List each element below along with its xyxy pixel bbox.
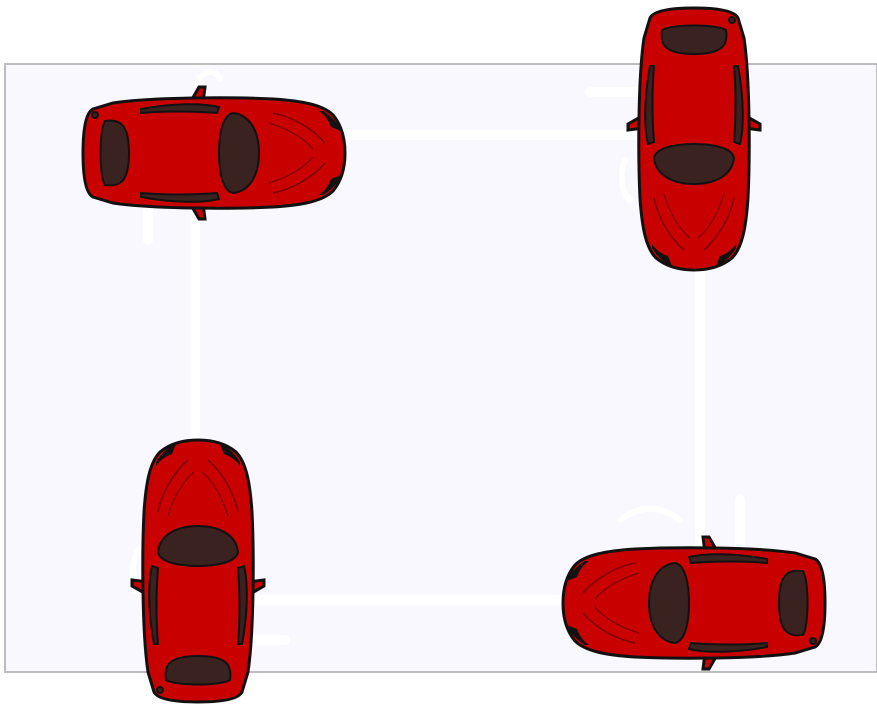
car-top-left[interactable] xyxy=(83,87,345,219)
red-sports-car-icon xyxy=(628,8,760,270)
red-sports-car-icon xyxy=(563,537,825,669)
red-sports-car-icon xyxy=(83,87,345,219)
car-bottom-right[interactable] xyxy=(563,537,825,669)
red-sports-car-icon xyxy=(132,440,264,702)
car-top-right[interactable] xyxy=(628,8,760,270)
car-bottom-left[interactable] xyxy=(132,440,264,702)
